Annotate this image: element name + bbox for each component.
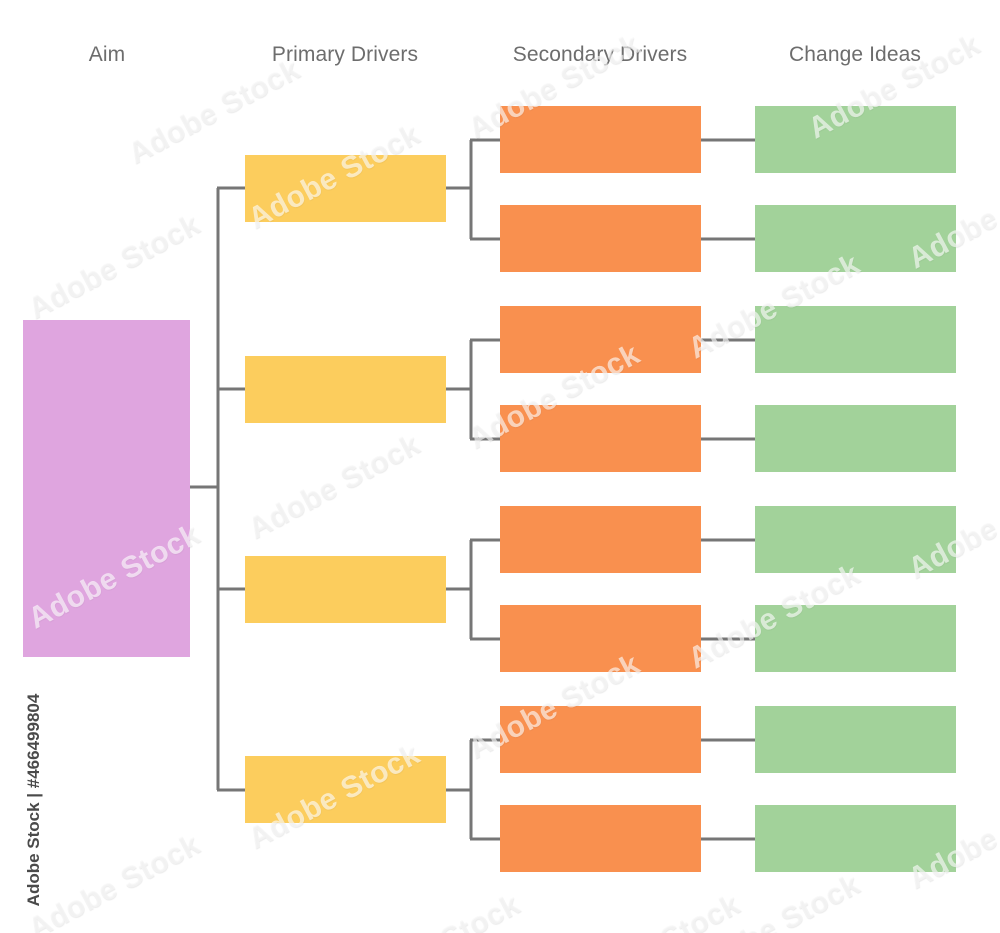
secondary-driver-node-5[interactable] xyxy=(500,506,701,573)
change-idea-node-7[interactable] xyxy=(755,706,956,773)
primary-driver-node-2[interactable] xyxy=(245,356,446,423)
secondary-driver-node-8[interactable] xyxy=(500,805,701,872)
change-idea-node-2[interactable] xyxy=(755,205,956,272)
change-idea-node-1[interactable] xyxy=(755,106,956,173)
aim-node[interactable] xyxy=(23,320,190,657)
secondary-driver-node-3[interactable] xyxy=(500,306,701,373)
stock-credit-watermark: Adobe Stock | #466499804 xyxy=(24,693,43,907)
change-idea-node-3[interactable] xyxy=(755,306,956,373)
column-header-secondary-drivers: Secondary Drivers xyxy=(512,43,688,66)
secondary-driver-node-2[interactable] xyxy=(500,205,701,272)
primary-driver-node-3[interactable] xyxy=(245,556,446,623)
primary-driver-node-1[interactable] xyxy=(245,155,446,222)
change-idea-node-4[interactable] xyxy=(755,405,956,472)
secondary-driver-node-6[interactable] xyxy=(500,605,701,672)
change-idea-node-5[interactable] xyxy=(755,506,956,573)
primary-driver-node-4[interactable] xyxy=(245,756,446,823)
secondary-driver-node-4[interactable] xyxy=(500,405,701,472)
secondary-driver-node-1[interactable] xyxy=(500,106,701,173)
column-header-primary-drivers: Primary Drivers xyxy=(271,43,419,66)
column-header-change-ideas: Change Ideas xyxy=(789,43,921,66)
change-idea-node-6[interactable] xyxy=(755,605,956,672)
secondary-driver-node-7[interactable] xyxy=(500,706,701,773)
change-idea-node-8[interactable] xyxy=(755,805,956,872)
column-header-aim: Aim xyxy=(88,43,126,66)
